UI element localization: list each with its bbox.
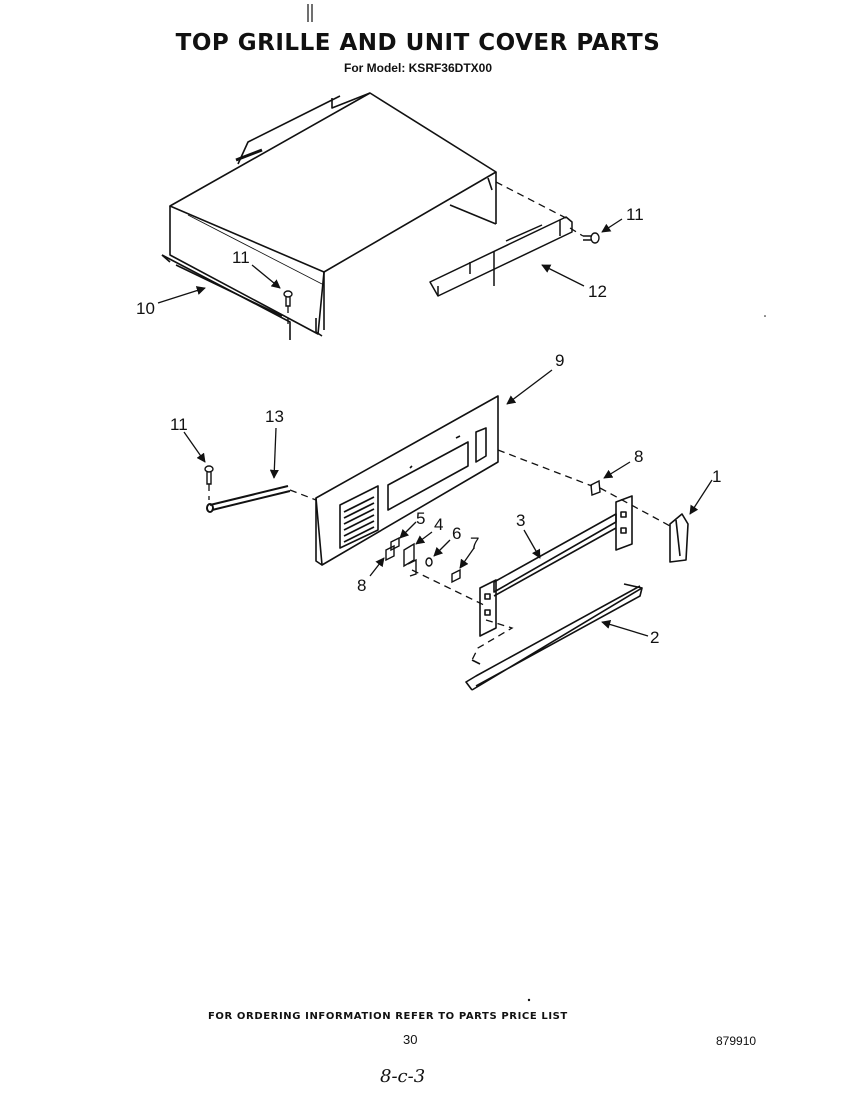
nut-8-left — [385, 544, 395, 562]
hardware-parts-4-8 — [385, 479, 601, 584]
leader-arrows — [157, 218, 713, 637]
callout-13: 13 — [265, 407, 284, 426]
grille-panel-part-9 — [315, 395, 499, 566]
unit-cover-part-10 — [161, 92, 497, 340]
assembly-lines — [208, 181, 671, 661]
rod-part-13 — [206, 485, 291, 513]
callout-8-left: 8 — [357, 576, 366, 595]
handwritten-mark: 8-c-3 — [380, 1066, 426, 1087]
callout-9: 9 — [555, 351, 564, 370]
callout-10: 10 — [136, 299, 155, 318]
scan-mark — [307, 4, 313, 22]
callout-12: 12 — [588, 282, 607, 301]
screw-top-right — [583, 232, 600, 244]
screw-grille-left — [204, 465, 214, 485]
callout-1: 1 — [712, 467, 721, 486]
callout-2: 2 — [650, 628, 659, 647]
callout-3: 3 — [516, 511, 525, 530]
document-number: 879910 — [716, 1034, 757, 1048]
nut-5 — [390, 536, 400, 552]
scan-dot — [764, 315, 766, 317]
ordering-note: FOR ORDERING INFORMATION REFER TO PARTS … — [208, 1011, 568, 1022]
screw-top-left — [283, 290, 293, 307]
callout-5: 5 — [416, 509, 425, 528]
washer-6 — [425, 557, 433, 567]
callout-4: 4 — [434, 515, 443, 534]
nut-8-right — [590, 479, 601, 496]
callout-11-left: 11 — [232, 248, 250, 267]
scan-dot — [527, 998, 531, 1002]
clip-4 — [403, 542, 415, 568]
callout-8-right: 8 — [634, 447, 643, 466]
page-number: 30 — [403, 1032, 418, 1047]
trim-strip-part-2 — [465, 583, 643, 691]
model-subtitle: For Model: KSRF36DTX00 — [343, 61, 493, 75]
callout-7: 7 — [470, 534, 479, 553]
callout-11-grille: 11 — [170, 415, 188, 434]
channel-part-3 — [479, 495, 633, 637]
nut-7 — [451, 568, 461, 584]
bracket-part-12 — [429, 216, 573, 297]
callout-6: 6 — [452, 524, 461, 543]
end-cap-part-1 — [669, 513, 689, 563]
callout-11-right: 11 — [626, 205, 644, 224]
page-title: TOP GRILLE AND UNIT COVER PARTS — [175, 30, 661, 56]
